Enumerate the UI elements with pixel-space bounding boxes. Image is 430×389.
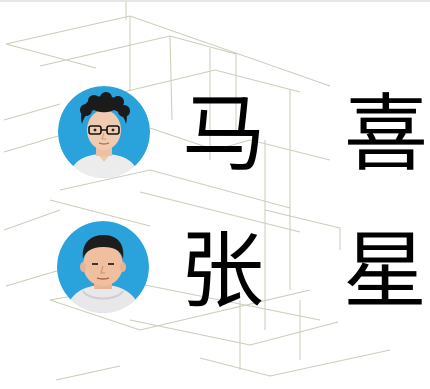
name-char-2-2: 星 (343, 222, 428, 320)
person-icon (57, 221, 149, 313)
name-char-1-1: 马 (182, 85, 267, 183)
name-char-2-1: 张 (180, 222, 265, 320)
avatar-2 (57, 221, 149, 313)
name-char-1-2: 喜 (344, 85, 429, 183)
person-with-glasses-icon (58, 86, 150, 178)
top-border (0, 0, 430, 2)
avatar-1 (58, 86, 150, 178)
